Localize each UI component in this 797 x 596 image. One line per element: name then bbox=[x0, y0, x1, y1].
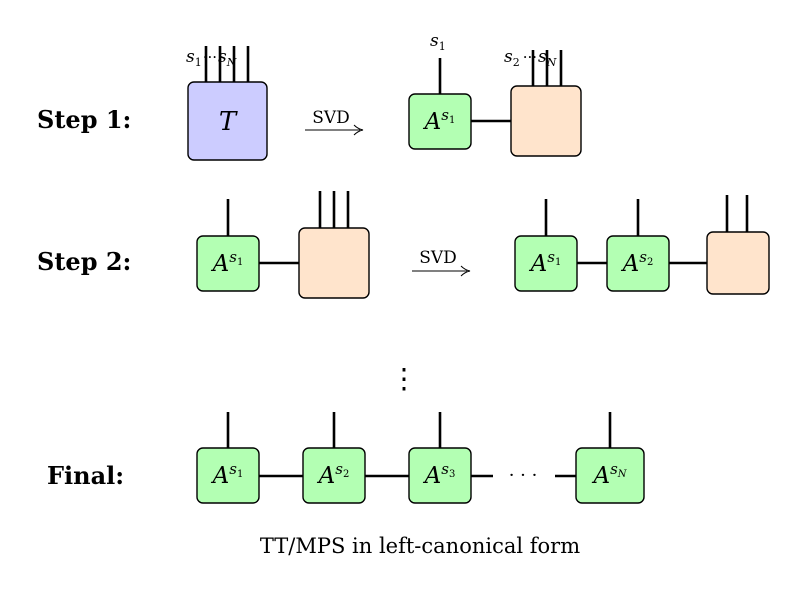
remainder-index-labels: s2···sN bbox=[504, 47, 557, 69]
step2-label: Step 2: bbox=[37, 247, 131, 276]
core-label: As1 bbox=[423, 106, 456, 135]
vertical-ellipsis: ⋮ bbox=[390, 362, 418, 395]
svd-arrow-label-1: SVD bbox=[312, 108, 350, 128]
remainder-box bbox=[298, 227, 370, 299]
core-label: As2 bbox=[621, 248, 654, 277]
core-label: As1 bbox=[211, 248, 244, 277]
svd-arrowhead-2 bbox=[460, 265, 471, 277]
tensor-t-index-labels: s1···sN bbox=[186, 47, 237, 69]
horizontal-ellipsis: · · · bbox=[509, 465, 538, 486]
core-label: As3 bbox=[423, 460, 456, 489]
final-label: Final: bbox=[47, 461, 124, 490]
tensor-t-label: T bbox=[219, 107, 238, 137]
index-label-s1: s1 bbox=[430, 31, 446, 53]
svd-arrow-label-2: SVD bbox=[419, 248, 457, 268]
tensor-t-box bbox=[187, 81, 268, 161]
core-label: As1 bbox=[529, 248, 562, 277]
core-label: As1 bbox=[211, 460, 244, 489]
remainder-box bbox=[510, 85, 582, 157]
step1-label: Step 1: bbox=[37, 105, 131, 134]
core-label: AsN bbox=[591, 460, 627, 489]
core-a-sn bbox=[575, 447, 645, 504]
svd-arrowhead-1 bbox=[353, 124, 364, 136]
caption: TT/MPS in left-canonical form bbox=[260, 534, 580, 558]
core-label: As2 bbox=[317, 460, 350, 489]
remainder-box bbox=[706, 231, 770, 295]
